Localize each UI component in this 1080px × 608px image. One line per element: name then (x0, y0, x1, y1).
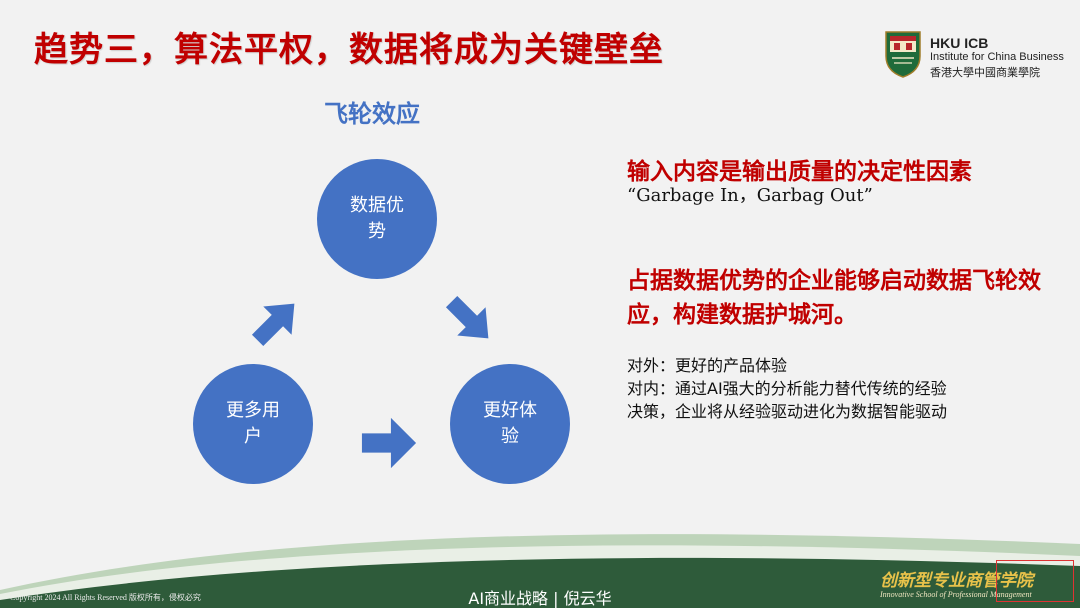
key-point-input-quality: 输入内容是输出质量的决定性因素 (627, 159, 972, 185)
logo-institute: Institute for China Business (930, 51, 1064, 63)
highlight-box (996, 560, 1074, 602)
detail-line: 对内：通过AI强大的分析能力替代传统的经验 (627, 379, 947, 398)
better-experience-label: 更好体验 (483, 400, 537, 447)
arrow-data-to-experience-icon (445, 295, 489, 339)
school-chinese-name: 创新型专业商管学院 (880, 571, 1033, 591)
flywheel-heading: 飞轮效应 (324, 100, 420, 128)
slide-title: 趋势三，算法平权，数据将成为关键壁垒 (34, 30, 664, 70)
detail-text: 对外：更好的产品体验 对内：通过AI强大的分析能力替代传统的经验 决策，企业将从… (627, 354, 1057, 423)
more-users-circle: 更多用户 (193, 364, 313, 484)
detail-line: 对外：更好的产品体验 (627, 356, 788, 375)
key-point-data-moat: 占据数据优势的企业能够启动数据飞轮效应，构建数据护城河。 (627, 268, 1041, 328)
hku-crest-icon (885, 31, 921, 78)
course-footer-text: AI商业战略 | 倪云华 (468, 589, 612, 608)
garbage-in-quote: “Garbage In，Garbag Out” (627, 185, 873, 206)
data-advantage-label: 数据优势 (350, 195, 404, 242)
more-users-label: 更多用户 (226, 400, 280, 447)
arrow-users-to-data-icon (251, 303, 295, 347)
logo-name: HKU ICB (930, 35, 989, 51)
footer-band (0, 534, 1080, 608)
detail-line: 决策，企业将从经验驱动进化为数据智能驱动 (627, 402, 948, 421)
better-experience-circle: 更好体验 (450, 364, 570, 484)
data-advantage-circle: 数据优势 (317, 159, 437, 279)
arrow-experience-to-users-icon (361, 417, 417, 469)
hku-icb-logo: HKU ICB Institute for China Business 香港大… (884, 30, 1074, 86)
school-english-name: Innovative School of Professional Manage… (880, 590, 1032, 599)
logo-chinese-name: 香港大學中國商業學院 (930, 66, 1040, 79)
copyright-text: Copyright 2024 All Rights Reserved 版权所有，… (10, 593, 201, 602)
